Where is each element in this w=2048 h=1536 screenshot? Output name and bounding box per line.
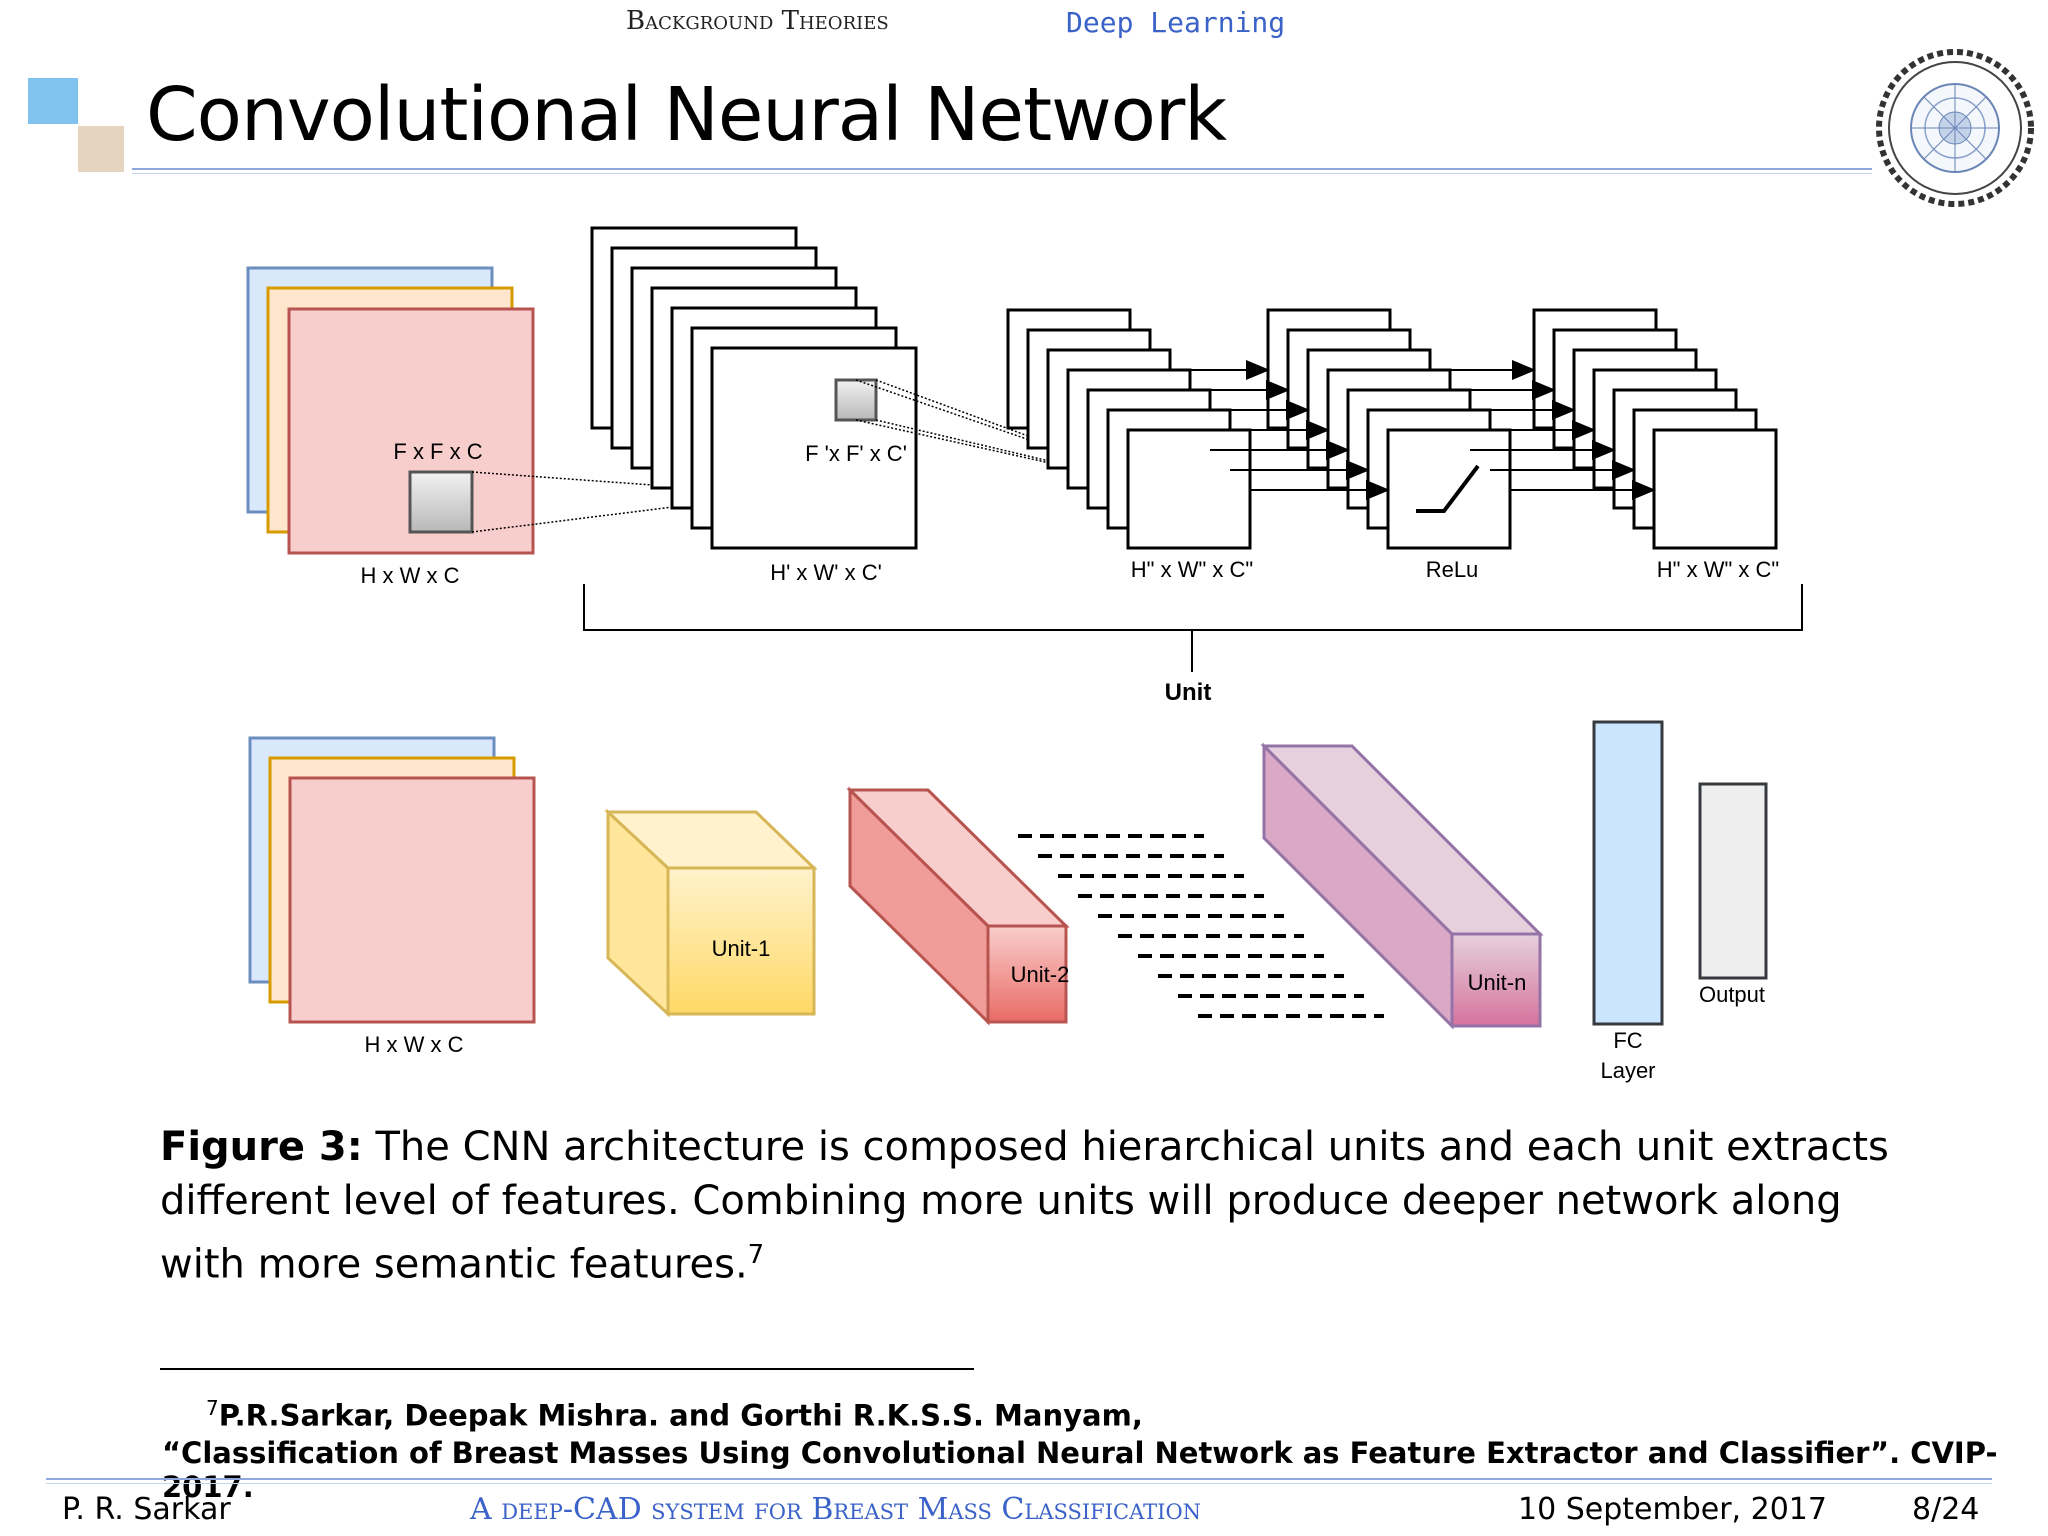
unitn-block — [1260, 742, 1544, 1030]
unit2-label: Unit-2 — [1011, 962, 1070, 987]
footer: P. R. Sarkar A deep-CAD system for Breas… — [0, 1492, 2048, 1532]
footnote-mark: 7 — [206, 1396, 219, 1420]
filter2-label: F 'x F' x C' — [805, 441, 907, 466]
fc-label-line1: FC — [1613, 1028, 1642, 1053]
fc-layer-block — [1592, 720, 1664, 1026]
pool-label: H" x W" x C" — [1131, 557, 1253, 582]
output-label: Output — [1699, 982, 1765, 1007]
figure-caption-label: Figure 3: — [160, 1124, 363, 1170]
beamer-corner-squares-icon — [0, 0, 130, 180]
unitn-label: Unit-n — [1468, 970, 1527, 995]
flow-arrows — [1130, 360, 1656, 500]
figure-caption-text: The CNN architecture is composed hierarc… — [160, 1124, 1889, 1288]
filter-label: F x F x C — [393, 439, 482, 464]
relu-label: ReLu — [1426, 557, 1479, 582]
footer-presentation-title: A deep-CAD system for Breast Mass Classi… — [470, 1492, 1202, 1527]
footnote-reference: “Classification of Breast Masses Using C… — [162, 1436, 1998, 1504]
nav-subsection-link[interactable]: Deep Learning — [1066, 6, 1286, 39]
title-rule — [132, 168, 1872, 170]
footer-rule — [46, 1478, 1992, 1480]
output-block — [1698, 782, 1768, 980]
unit1-block — [604, 808, 818, 1018]
filter-window — [408, 470, 474, 534]
unit1-label: Unit-1 — [712, 936, 771, 961]
input-label-bottom: H x W x C — [365, 1032, 464, 1057]
footnote-authors: 7P.R.Sarkar, Deepak Mishra. and Gorthi R… — [206, 1396, 1143, 1433]
unit-bracket — [583, 584, 1803, 672]
fc-label-line2: Layer — [1600, 1058, 1655, 1083]
out-label: H" x W" x C" — [1657, 557, 1779, 582]
input-image-stack-bottom — [248, 736, 536, 1024]
title-rule-light — [132, 173, 1872, 174]
intermediate-units-dashes — [1018, 834, 1384, 1018]
nav-section-link[interactable]: Background Theories — [626, 6, 889, 36]
figure-caption: Figure 3: The CNN architecture is compos… — [160, 1120, 1920, 1291]
footer-rule-light — [46, 1483, 1992, 1484]
filter2-window — [834, 378, 878, 422]
input-image-stack-top — [246, 266, 535, 555]
footer-page-number: 8/24 — [1912, 1492, 1980, 1527]
footnote-authors-text: P.R.Sarkar, Deepak Mishra. and Gorthi R.… — [218, 1398, 1143, 1433]
footer-author: P. R. Sarkar — [62, 1492, 231, 1527]
header-navigation: Background Theories Deep Learning — [0, 6, 2048, 46]
unit2-block — [846, 786, 1070, 1026]
slide-title: Convolutional Neural Network — [146, 72, 1227, 158]
footnote-rule — [160, 1368, 974, 1370]
cnn-architecture-diagram: F x F x C H x W x C F 'x F' x C' H' x W'… — [246, 226, 1803, 1083]
unit-label: Unit — [1165, 679, 1212, 706]
institute-logo-seal-icon — [1876, 49, 2034, 207]
footer-date: 10 September, 2017 — [1518, 1492, 1827, 1527]
relu-function-icon — [1416, 464, 1480, 513]
figure-caption-footnote-mark[interactable]: 7 — [747, 1240, 765, 1270]
input-label-top: H x W x C — [361, 563, 460, 588]
conv-label: H' x W' x C' — [770, 560, 882, 585]
